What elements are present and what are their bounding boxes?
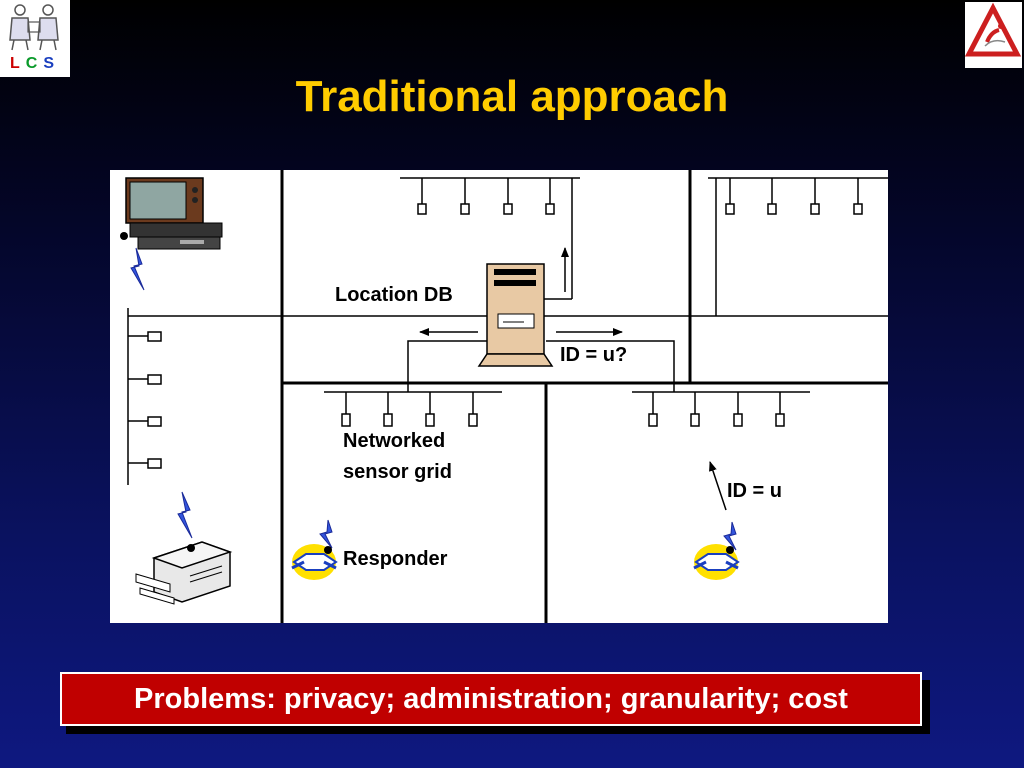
id-response-label: ID = u <box>727 480 783 502</box>
slide-title: Traditional approach <box>295 72 729 121</box>
diagram-canvas <box>120 170 888 623</box>
location-db-label: Location DB <box>335 284 453 306</box>
sensor-grid-left <box>127 308 162 485</box>
lcs-logo-text: LCS <box>9 55 60 72</box>
message-arrows <box>419 247 727 511</box>
networked-label: Networked <box>343 430 446 452</box>
handshake-icon <box>291 544 338 580</box>
sensor-grid-bottom-right <box>546 340 810 427</box>
sensor-grid-label: sensor grid <box>343 461 452 483</box>
sensor-grid-top-right <box>708 177 888 316</box>
handshake-icon <box>693 544 740 580</box>
lcs-logo: LCS <box>0 0 70 77</box>
id-query-label: ID = u? <box>560 344 628 366</box>
network-diagram: Location DB ID = u? Networked sensor gri… <box>110 170 888 623</box>
lightning-icon <box>130 247 737 551</box>
sensor-grid-top-middle <box>400 177 580 299</box>
server-icon <box>477 263 554 367</box>
tv-icon <box>120 177 223 250</box>
room-walls <box>280 170 888 623</box>
sensor-grid-bottom-middle <box>324 340 502 427</box>
lcs-logo-icon <box>9 4 59 51</box>
ilab-logo-icon <box>964 2 1022 57</box>
printer-icon <box>135 541 233 605</box>
responder-label: Responder <box>343 548 448 570</box>
ilab-logo <box>964 2 1022 68</box>
problems-banner: Problems: privacy; administration; granu… <box>60 672 922 726</box>
